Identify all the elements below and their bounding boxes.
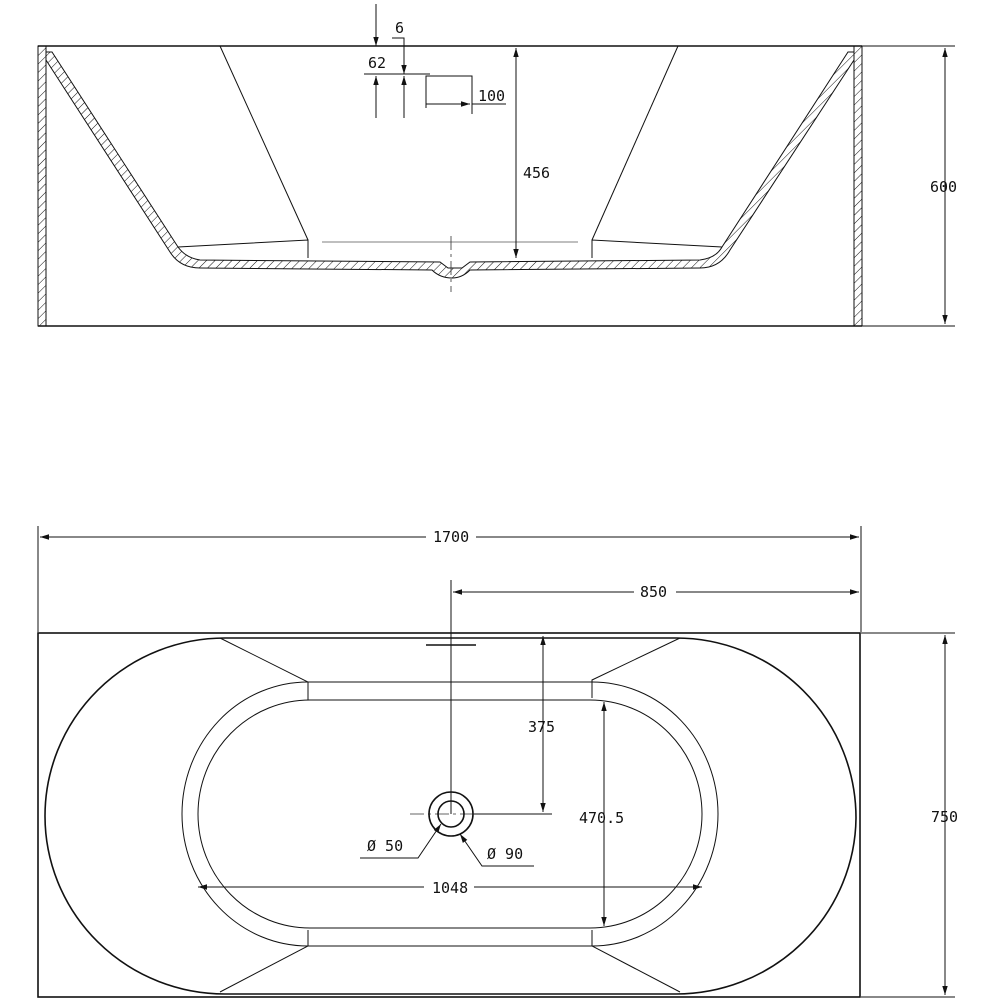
side-basin-floor-right bbox=[591, 239, 723, 258]
side-basin-left-slope bbox=[219, 45, 309, 241]
dim-100-label: 100 bbox=[478, 87, 505, 105]
side-view: 6 62 100 456 600 bbox=[37, 4, 957, 327]
dim-62-label: 62 bbox=[368, 54, 386, 72]
side-right-skirt bbox=[853, 45, 863, 327]
drain-inner-ring bbox=[437, 800, 465, 828]
top-outer-rim bbox=[37, 632, 861, 998]
top-outer-oval bbox=[44, 637, 857, 995]
dim-375-label: 375 bbox=[528, 718, 555, 736]
dim-d90-leader bbox=[459, 833, 534, 867]
top-floor-oval bbox=[197, 699, 703, 929]
dim-600-label: 600 bbox=[930, 178, 957, 196]
dim-850-label: 850 bbox=[640, 583, 667, 601]
dim-d90-label: Ø 90 bbox=[487, 845, 523, 863]
top-facet-bl bbox=[219, 930, 309, 993]
dim-d50-leader bbox=[360, 823, 442, 859]
dim-d50-label: Ø 50 bbox=[367, 837, 403, 855]
dim-100-slot bbox=[425, 75, 473, 114]
dim-6-leader bbox=[392, 37, 405, 72]
side-basin-right-slope bbox=[591, 45, 679, 241]
dim-4705-label: 470.5 bbox=[579, 809, 624, 827]
top-view: 1700 850 375 470.5 bbox=[37, 526, 958, 998]
dim-750-label: 750 bbox=[931, 808, 958, 826]
top-facet-tr bbox=[591, 637, 681, 698]
side-basin-floor-left bbox=[177, 239, 309, 258]
dim-1048-label: 1048 bbox=[432, 879, 468, 897]
drain-outer-ring bbox=[428, 791, 474, 837]
side-shell-section bbox=[45, 51, 855, 279]
dim-6-label: 6 bbox=[395, 19, 404, 37]
dim-1700-label: 1700 bbox=[433, 528, 469, 546]
dim-456-label: 456 bbox=[523, 164, 550, 182]
top-facet-br bbox=[591, 930, 681, 993]
top-step-oval bbox=[181, 681, 719, 947]
side-left-skirt bbox=[37, 45, 47, 327]
